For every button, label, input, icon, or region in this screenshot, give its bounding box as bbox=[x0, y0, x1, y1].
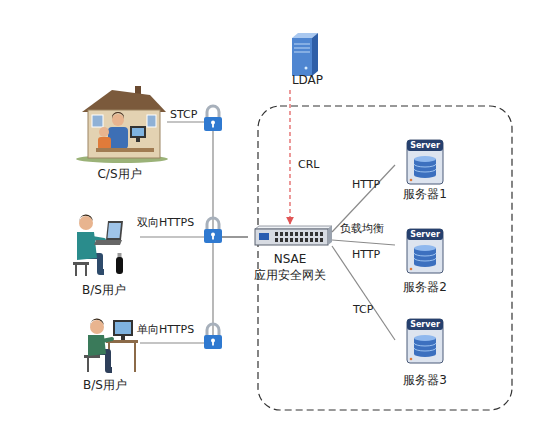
edge-label: CRL bbox=[298, 158, 319, 171]
browser-user: B/S用户 bbox=[70, 314, 140, 394]
node-label: LDAP bbox=[280, 73, 335, 87]
server-tag: Server bbox=[395, 141, 455, 151]
ldap-server: LDAP bbox=[280, 28, 335, 90]
node-label: 服务器1 bbox=[395, 187, 455, 201]
node-label: 服务器3 bbox=[395, 373, 455, 387]
lock-icon bbox=[204, 324, 222, 349]
server-node: Server 服务器2 bbox=[395, 226, 455, 295]
server-tag: Server bbox=[395, 230, 455, 240]
connector-line bbox=[332, 165, 395, 232]
server-node: Server 服务器1 bbox=[395, 137, 455, 201]
edge-label: 单向HTTPS bbox=[137, 323, 194, 336]
edge-label: HTTP bbox=[352, 178, 380, 191]
node-label: C/S用户 bbox=[72, 167, 167, 181]
edge-label: HTTP bbox=[352, 248, 380, 261]
gateway-device-icon bbox=[255, 226, 332, 245]
security-gateway: NSAE 应用安全网关 bbox=[248, 224, 332, 286]
server-tag: Server bbox=[395, 320, 455, 330]
client-user: C/S用户 bbox=[72, 85, 167, 183]
server-node: Server 服务器3 bbox=[395, 316, 455, 388]
connector-line bbox=[289, 90, 290, 224]
edge-label: 双向HTTPS bbox=[137, 216, 194, 229]
edge-label: TCP bbox=[353, 303, 373, 316]
connector-line bbox=[140, 236, 248, 237]
node-label: B/S用户 bbox=[68, 283, 140, 297]
lock-icon bbox=[204, 218, 222, 243]
node-label: NSAE bbox=[248, 252, 332, 266]
browser-user: B/S用户 bbox=[68, 208, 140, 298]
ldap-server-icon bbox=[292, 33, 318, 76]
connector-line bbox=[332, 246, 395, 340]
node-label: B/S用户 bbox=[70, 378, 140, 392]
node-label: 应用安全网关 bbox=[248, 268, 332, 282]
laptop-user-illustration bbox=[73, 214, 123, 276]
lock-icon bbox=[204, 106, 222, 131]
connector-line bbox=[332, 240, 395, 245]
edge-label: STCP bbox=[170, 108, 197, 121]
annotation-label: 负载均衡 bbox=[340, 222, 384, 235]
desktop-user-illustration bbox=[84, 318, 138, 372]
home-user-illustration bbox=[76, 86, 168, 163]
node-label: 服务器2 bbox=[395, 280, 455, 294]
